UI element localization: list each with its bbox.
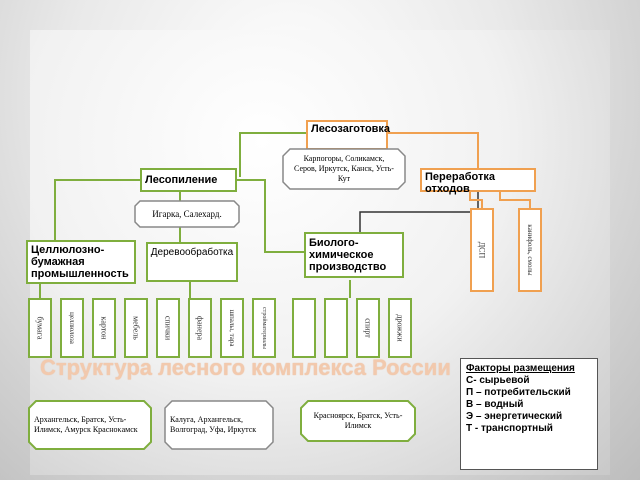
vlabel-sleepers: шпалы, тара <box>228 309 236 347</box>
vlabel-yeast: дрожжи <box>395 314 405 342</box>
city-text-wood: Калуга, Архангельск, Волгоград, Уфа, Ирк… <box>170 415 257 434</box>
factor-item: П – потребительский <box>466 387 571 398</box>
factors-legend: Факторы размещения С- сырьевой П – потре… <box>460 358 598 470</box>
node-woodworking: Деревообработка <box>146 242 238 282</box>
vbox-cellulose: целлюлоза <box>60 298 84 358</box>
vbox-matches: спички <box>156 298 180 358</box>
vbox-dsp: ДСП <box>470 208 494 292</box>
vlabel-cellulose: целлюлоза <box>68 312 76 344</box>
connector-sawmill-pulp <box>54 179 140 240</box>
factors-heading: Факторы размещения <box>466 363 575 374</box>
node-pulp-paper: Целлюлозно-бумажная промышленность <box>26 240 136 284</box>
factor-item: Т - транспортный <box>466 423 553 434</box>
connector-root-waste <box>388 132 479 170</box>
node-biochemical: Биолого-химическое производство <box>304 232 404 278</box>
vbox-paper: бумага <box>28 298 52 358</box>
vbox-alcohol: спирт <box>356 298 380 358</box>
city-text-pulp: Архангельск, Братск, Усть-Илимск, Амурск… <box>34 415 138 434</box>
vbox-plywood: фанера <box>188 298 212 358</box>
vbox-construction: стройматериалы <box>252 298 276 358</box>
connector-waste-bio <box>359 192 479 232</box>
vbox-bio-1 <box>292 298 316 358</box>
node-sawmill: Лесопиление <box>140 168 237 192</box>
node-logging: Лесозаготовка <box>306 120 390 150</box>
vbox-cardboard: картон <box>92 298 116 358</box>
city-box-logging: Карпогоры, Соликамск, Серов, Иркутск, Ка… <box>282 148 406 190</box>
vbox-furniture: мебель <box>124 298 148 358</box>
city-text-sawmill: Игарка, Салехард. <box>152 209 222 219</box>
vlabel-construction: стройматериалы <box>261 306 267 350</box>
vlabel-dsp: ДСП <box>477 241 487 259</box>
vlabel-plywood: фанера <box>195 315 205 341</box>
city-box-wood: Калуга, Архангельск, Волгоград, Уфа, Ирк… <box>164 400 274 450</box>
vlabel-cardboard: картон <box>99 316 109 340</box>
vlabel-paper: бумага <box>35 316 45 340</box>
vbox-sleepers: шпалы, тара <box>220 298 244 358</box>
vlabel-alcohol: спирт <box>363 318 373 338</box>
node-waste-processing: Переработка отходов <box>420 168 536 195</box>
connector-sawmill-bio <box>237 179 305 253</box>
factor-item: В – водный <box>466 399 524 410</box>
connector-waste-dsp <box>469 192 483 208</box>
vlabel-resin: канифоль, смолы <box>526 224 534 276</box>
vbox-bio-2 <box>324 298 348 358</box>
city-text-bio: Красноярск, Братск, Усть-Илимск <box>313 411 403 430</box>
city-box-pulp: Архангельск, Братск, Усть-Илимск, Амурск… <box>28 400 152 450</box>
factor-item: С- сырьевой <box>466 375 530 386</box>
factor-item: Э – энергетический <box>466 411 563 422</box>
slide-title: Структура лесного комплекса России <box>40 355 451 380</box>
vlabel-matches: спички <box>163 315 173 341</box>
connector-waste-resin <box>499 192 531 208</box>
city-text-logging: Карпогоры, Соликамск, Серов, Иркутск, Ка… <box>294 154 394 183</box>
connector-root-sawmill <box>239 132 307 177</box>
vbox-yeast: дрожжи <box>388 298 412 358</box>
vlabel-furniture: мебель <box>131 316 141 340</box>
vbox-resin: канифоль, смолы <box>518 208 542 292</box>
city-box-sawmill: Игарка, Салехард. <box>134 200 240 228</box>
city-box-bio: Красноярск, Братск, Усть-Илимск <box>300 400 416 442</box>
